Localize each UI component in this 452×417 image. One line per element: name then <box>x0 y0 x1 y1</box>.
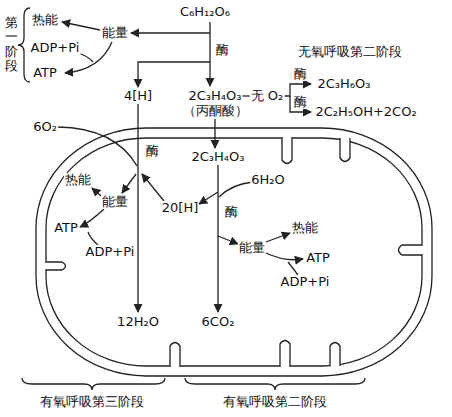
reaction-arrow <box>142 174 164 201</box>
crista-openings <box>46 138 422 366</box>
energy-label: 热能 <box>64 173 92 187</box>
energy-arrow <box>266 233 290 242</box>
enzyme-label: 酶 <box>224 205 239 219</box>
formula-label: ATP <box>53 221 79 235</box>
formula-label: 2C₃H₆O₃ <box>317 77 372 91</box>
condition-label: 无 O₂ <box>250 89 285 103</box>
stage-label: 有氧呼吸第二阶段 <box>222 395 328 409</box>
crista <box>280 341 290 367</box>
formula-label: ADP+Pi <box>280 275 331 289</box>
stage-brace <box>22 378 165 390</box>
stage-label: 无氧呼吸第二阶段 <box>297 45 403 59</box>
reaction-arrow <box>217 165 218 312</box>
stage-label: 第一阶段 <box>5 16 18 73</box>
reaction-arrow <box>199 192 218 204</box>
energy-label: 能量 <box>101 26 129 40</box>
reaction-arrow <box>138 62 210 87</box>
energy-label: 热能 <box>31 13 59 27</box>
crista <box>340 138 350 162</box>
enzyme-label: 酶 <box>145 144 160 158</box>
stage-label: 有氧呼吸第三阶段 <box>39 395 145 409</box>
energy-arrow <box>266 253 303 260</box>
formula-label: 2C₃H₄O₃ <box>191 150 246 164</box>
reaction-arrow <box>131 32 210 33</box>
energy-label: 能量 <box>238 241 266 255</box>
reaction-arrow <box>290 96 311 112</box>
energy-arrow <box>122 174 136 193</box>
formula-label: ATP <box>32 66 58 80</box>
crista <box>46 262 66 270</box>
formula-label: 6O₂ <box>32 120 58 134</box>
formula-label: 20[H] <box>161 201 199 215</box>
crista <box>330 343 340 367</box>
enzyme-label: 酶 <box>215 43 230 57</box>
crista <box>399 245 423 255</box>
formula-label: 6CO₂ <box>201 315 236 329</box>
cristae <box>46 138 422 366</box>
crista <box>170 343 180 367</box>
reaction-arrow <box>209 22 210 86</box>
outer-membrane <box>36 128 432 376</box>
inner-membrane <box>46 138 422 366</box>
stage-brace <box>18 8 30 82</box>
join-line <box>88 232 98 245</box>
energy-arrow <box>62 22 100 30</box>
energy-arrow <box>218 236 238 244</box>
join-line <box>58 127 137 166</box>
energy-arrow <box>92 188 101 196</box>
formula-label: ATP <box>305 251 331 265</box>
reaction-arrow <box>214 119 215 148</box>
enzyme-label: 酶 <box>293 95 308 109</box>
formula-label: 6H₂O <box>250 173 286 187</box>
energy-arrow <box>80 209 104 227</box>
reaction-arrow <box>137 104 138 312</box>
formula-label: 2C₂H₅OH+2CO₂ <box>314 105 417 119</box>
formula-label: ADP+Pi <box>30 41 81 55</box>
formula-label: 2C₃H₄O₃ <box>188 89 243 103</box>
energy-label: 热能 <box>291 221 319 235</box>
join-line <box>219 182 253 197</box>
crista <box>282 138 292 164</box>
join-line <box>288 262 298 275</box>
formula-label: C₆H₁₂O₆ <box>179 5 231 19</box>
formula-label: 4[H] <box>123 89 153 103</box>
formula-label: ADP+Pi <box>85 245 136 259</box>
formula-label: 12H₂O <box>116 315 160 329</box>
stage-brace <box>185 378 365 390</box>
name-label: （丙酮酸） <box>182 104 249 118</box>
enzyme-label: 酶 <box>293 67 308 81</box>
energy-label: 能量 <box>101 195 129 209</box>
